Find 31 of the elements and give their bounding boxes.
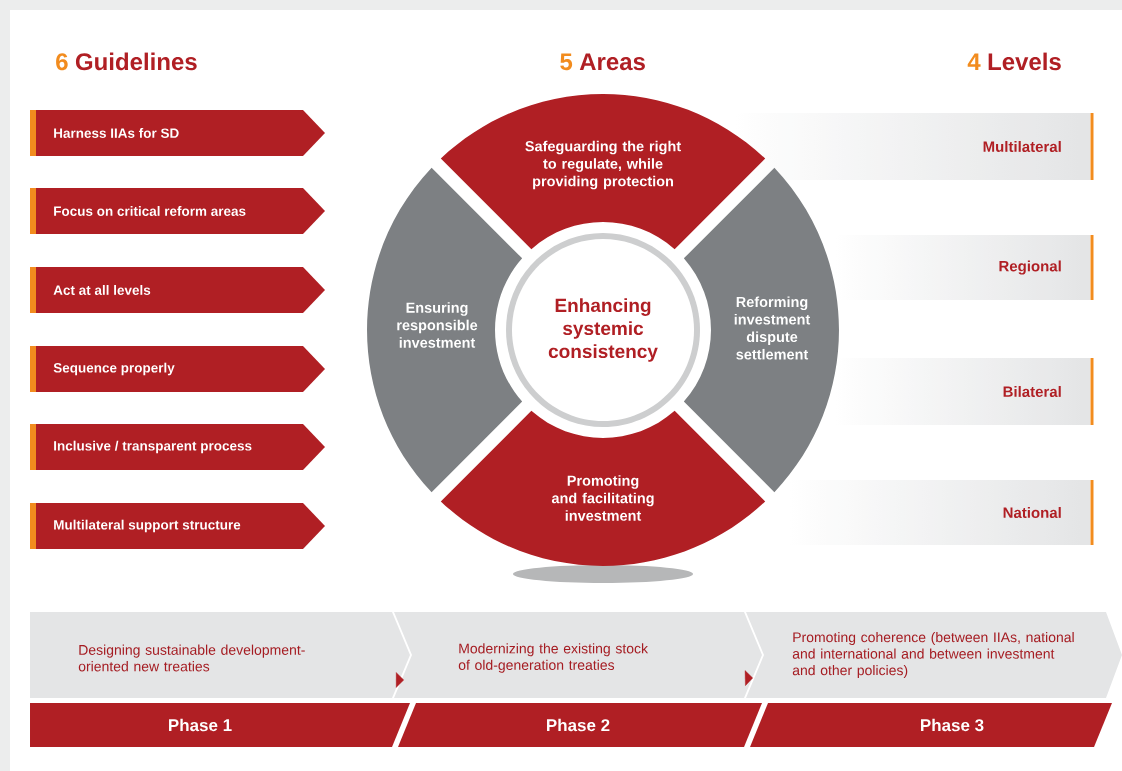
node-label: Phase 2 — [547, 718, 610, 732]
heading-text: Guidelines — [75, 52, 197, 71]
ring-segment: Reforming investment dispute settlement — [683, 167, 839, 493]
phase-panel: Modernizing the existing stock of old-generation treaties — [394, 612, 762, 698]
phase-panel: Promoting coherence (between IIAs, national and international and between investment and other policies) — [746, 612, 1122, 698]
guideline-banner: Sequence properly — [30, 346, 325, 392]
arrow — [744, 670, 753, 686]
phase-bar: Phase 3 — [750, 703, 1112, 747]
heading-number: 5 — [560, 53, 573, 71]
heading-number: 4 — [967, 53, 981, 70]
guideline-banner: Act at all levels — [30, 267, 325, 313]
phase-panel: Designing sustainable development-oriented new treaties — [30, 612, 410, 698]
node-label: Phase 1 — [169, 718, 232, 732]
phase-bar: Phase 1 — [30, 703, 410, 747]
heading-text: Levels — [988, 52, 1061, 71]
ring-segment: Ensuring responsible investment — [367, 167, 523, 493]
node-label: Promoting coherence (between IIAs, national and international and between investment and other policies) — [792, 631, 1074, 678]
phase-bar: Phase 2 — [398, 703, 762, 747]
guideline-banner: Multilateral support structure — [30, 503, 325, 549]
node-label: Modernizing the existing stock of old-generation treaties — [458, 643, 649, 673]
ring-segment: Promoting and facilitating investment — [440, 410, 766, 566]
guideline-banner: Focus on critical reform areas — [30, 188, 325, 234]
guideline-banner: Inclusive / transparent process — [30, 424, 325, 470]
heading-text: Areas — [579, 53, 645, 71]
node-label: Designing sustainable development-oriented new treaties — [78, 644, 305, 672]
level-band: Multilateral — [983, 113, 1094, 180]
node-label: Phase 3 — [921, 718, 984, 732]
guideline-banner: Harness IIAs for SD — [30, 110, 325, 156]
arrow — [395, 672, 404, 688]
ring-segment: Safeguarding the right to regulate, while providing protection — [440, 94, 766, 250]
heading-number: 6 — [56, 53, 68, 71]
